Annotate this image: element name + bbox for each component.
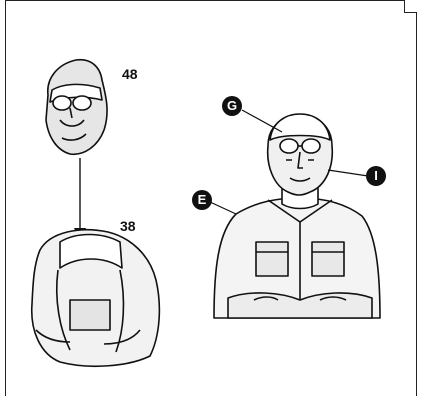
torso-part-38	[32, 230, 160, 367]
callout-g: G	[222, 96, 242, 116]
head-part-48	[46, 60, 107, 155]
callout-i: I	[366, 166, 386, 186]
part-number-48: 48	[122, 66, 138, 82]
part-number-38: 38	[120, 218, 136, 234]
assembly-arrow	[74, 158, 86, 240]
callout-e: E	[192, 190, 212, 210]
assembled-figure	[214, 114, 380, 318]
